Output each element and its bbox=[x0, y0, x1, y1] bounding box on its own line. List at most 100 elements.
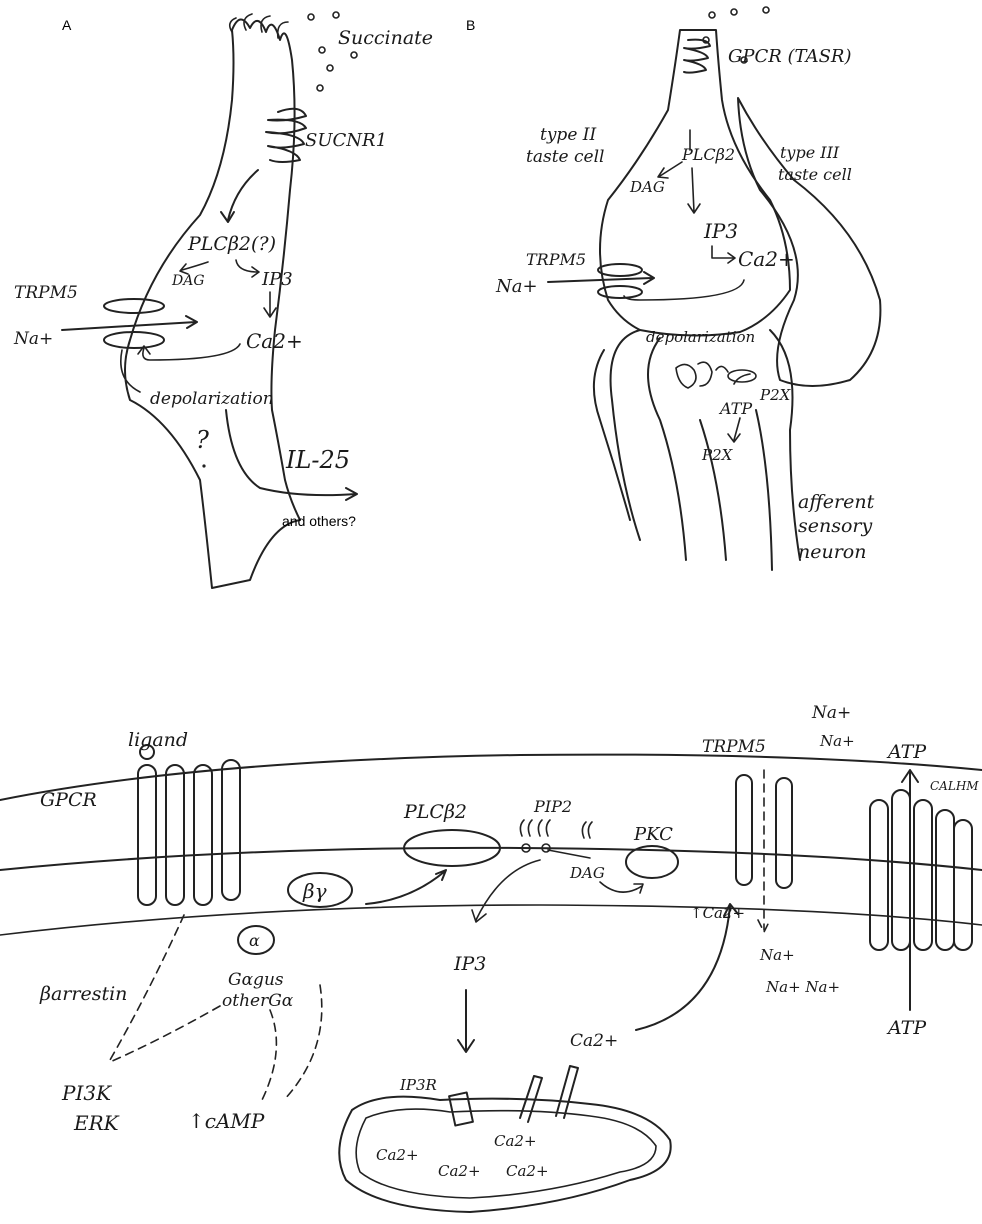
dashed-galpha-to-pi3k bbox=[110, 1006, 220, 1062]
sucnr1-receptor bbox=[266, 109, 306, 162]
trpm5-b-label: TRPM5 bbox=[526, 250, 586, 269]
ligand-label: ligand bbox=[128, 729, 188, 751]
arrow-plc-to-ip3 bbox=[472, 860, 540, 922]
na-out-2: Na+ bbox=[819, 732, 855, 750]
others-label: and others? bbox=[282, 513, 356, 529]
pkc-label: PKC bbox=[633, 824, 673, 845]
trpm5-b-bottom bbox=[598, 286, 642, 298]
arrow-ip3-to-ca-b bbox=[712, 246, 735, 263]
type2-label-2: taste cell bbox=[526, 147, 604, 167]
afferent-neuron-fibers bbox=[594, 330, 800, 570]
panel-a-microvilli bbox=[230, 14, 288, 38]
arrow-to-ip3-b bbox=[688, 168, 700, 213]
panel-a-cell-outline bbox=[125, 19, 300, 588]
pip2-to-dag bbox=[548, 850, 590, 858]
plcb2-c-label: PLCβ2 bbox=[403, 801, 467, 823]
erk-label: ERK bbox=[73, 1111, 120, 1135]
arrow-ca-to-trpm5 bbox=[636, 904, 738, 1030]
trpm5-a-top bbox=[104, 299, 164, 313]
arrow-to-ip3-a bbox=[236, 260, 259, 277]
panel-b: B GPCR (TASR) type II taste cell type II… bbox=[466, 7, 880, 570]
panel-a-label: A bbox=[62, 17, 72, 33]
ip3-c-label: IP3 bbox=[453, 953, 486, 975]
plcb2-b-label: PLCβ2 bbox=[681, 145, 735, 164]
ca-store-3: Ca2+ bbox=[438, 1162, 481, 1180]
type3-label-1: type III bbox=[780, 143, 840, 162]
arrow-na-influx-a bbox=[62, 316, 197, 330]
arrowhead bbox=[221, 212, 234, 222]
channel-cluster bbox=[676, 362, 728, 388]
na-a-label: Na+ bbox=[13, 329, 53, 349]
type3-cell-outline bbox=[738, 98, 880, 386]
plcb2-a-label: PLCβ2(?) bbox=[187, 233, 276, 255]
na-in-2: Na+ Na+ bbox=[765, 978, 840, 996]
na-influx-dashed bbox=[758, 770, 770, 932]
ca-store-1: Ca2+ bbox=[376, 1146, 419, 1164]
arrow-ip3-to-ca-a bbox=[264, 292, 276, 317]
gpcr-c-label: GPCR bbox=[40, 789, 97, 811]
trpm5-c-left bbox=[736, 775, 752, 885]
sucnr1-label: SUCNR1 bbox=[305, 130, 387, 151]
p2x-a-label: P2X bbox=[759, 386, 792, 404]
gagus-label-1: Gαgus bbox=[228, 970, 284, 990]
barrestin-label: βarrestin bbox=[39, 983, 127, 1005]
arrow-ip3-to-er bbox=[458, 990, 474, 1052]
neuron-label-1: afferent bbox=[798, 491, 875, 513]
dag-a-label: DAG bbox=[171, 273, 205, 289]
succinate-label: Succinate bbox=[338, 27, 433, 49]
ip3-b-label: IP3 bbox=[703, 219, 738, 243]
ip3r-channel bbox=[449, 1092, 473, 1125]
il25-label: IL-25 bbox=[285, 446, 350, 474]
calcium-a-label: Ca2+ bbox=[246, 329, 303, 353]
pi3k-label: PI3K bbox=[61, 1081, 112, 1105]
calcium-b-label: Ca2+ bbox=[738, 247, 795, 271]
arrow-bg-to-plc bbox=[366, 870, 446, 904]
trpm5-c-label: TRPM5 bbox=[702, 737, 766, 757]
membrane-cyto bbox=[0, 905, 982, 935]
dag-c-label: DAG bbox=[569, 864, 605, 882]
gpcr-helices bbox=[138, 760, 240, 905]
membrane-outer bbox=[0, 755, 982, 800]
type3-label-2: taste cell bbox=[778, 165, 852, 184]
gagus-label-2: otherGα bbox=[222, 991, 294, 1011]
loop-a bbox=[121, 350, 140, 392]
beta-gamma-label: βγ bbox=[302, 879, 327, 903]
pip2-label: PIP2 bbox=[533, 797, 572, 816]
neuron-label-2: sensory bbox=[798, 515, 873, 537]
camp-label: ↑cAMP bbox=[188, 1109, 265, 1133]
arrow-atp-to-p2x bbox=[728, 418, 740, 442]
neuron-label-3: neuron bbox=[798, 541, 866, 563]
arrow-dag-to-pkc bbox=[600, 882, 643, 893]
arrow-atp-efflux bbox=[902, 770, 918, 1010]
question-a-label: ? bbox=[196, 426, 209, 454]
ca-store-2: Ca2+ bbox=[494, 1132, 537, 1150]
trpm5-a-bottom bbox=[104, 332, 164, 348]
atp-in-label: ATP bbox=[886, 1017, 927, 1039]
na-out-1: Na+ bbox=[811, 703, 851, 723]
depol-b-label: depolarization bbox=[646, 328, 755, 346]
trpm5-b-top bbox=[598, 264, 642, 276]
alpha-label: α bbox=[249, 931, 260, 950]
ca-release-label: Ca2+ bbox=[570, 1031, 618, 1051]
gpcr-tasr-label: GPCR (TASR) bbox=[728, 46, 852, 67]
depol-a-label: depolarization bbox=[150, 389, 274, 409]
type2-cell-outline bbox=[600, 30, 790, 336]
ca-store-4: Ca2+ bbox=[506, 1162, 549, 1180]
panel-c: ligand GPCR βγ α βarrestin Gαgus otherGα… bbox=[0, 703, 982, 1212]
gpcr-tasr-receptor bbox=[684, 40, 710, 73]
dag-b-label: DAG bbox=[629, 178, 665, 196]
trpm5-c-right bbox=[776, 778, 792, 888]
atp-b-label: ATP bbox=[718, 399, 752, 418]
panel-b-label: B bbox=[466, 17, 475, 33]
na-in-1: Na+ bbox=[759, 946, 795, 964]
calhm-label: CALHM bbox=[930, 779, 979, 793]
type2-label-1: type II bbox=[540, 125, 596, 145]
calhm-channel bbox=[870, 790, 972, 950]
succinate-molecules bbox=[308, 12, 357, 91]
dashed-galpha-to-camp-1 bbox=[262, 1010, 276, 1100]
p2x-b-label: P2X bbox=[701, 446, 734, 464]
na-b-label: Na+ bbox=[495, 276, 538, 297]
ip3-a-label: IP3 bbox=[261, 269, 293, 290]
